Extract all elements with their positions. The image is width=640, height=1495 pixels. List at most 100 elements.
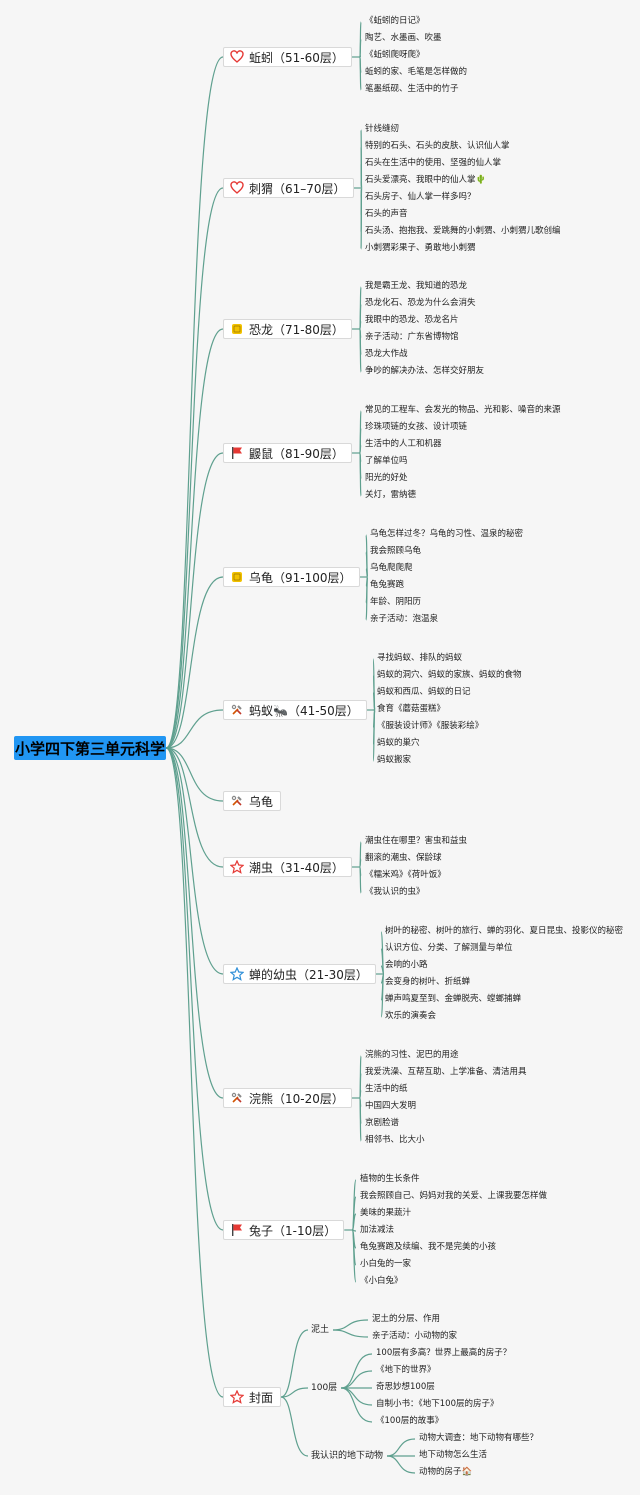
leaf-item[interactable]: 针线缝纫 bbox=[365, 124, 400, 134]
leaf-item[interactable]: 小白兔的一家 bbox=[360, 1259, 412, 1269]
root-topic[interactable]: 小学四下第三单元科学 bbox=[14, 736, 166, 760]
leaf-item[interactable]: 《小白兔》 bbox=[360, 1276, 403, 1286]
leaf-link bbox=[386, 1455, 416, 1474]
leaf-item[interactable]: 植物的生长条件 bbox=[360, 1174, 420, 1184]
leaf-item[interactable]: 蚂蚁的巢穴 bbox=[377, 738, 420, 748]
leaf-item[interactable]: 恐龙化石、恐龙为什么会消失 bbox=[365, 298, 476, 308]
leaf-item[interactable]: 加法减法 bbox=[360, 1225, 395, 1235]
leaf-item[interactable]: 蚂蚁和西瓜、蚂蚁的日记 bbox=[377, 687, 471, 697]
leaf-link bbox=[372, 709, 376, 762]
leaf-item[interactable]: 蚂蚁的洞穴、蚂蚁的家族、蚂蚁的食物 bbox=[377, 670, 522, 680]
leaf-item[interactable]: 100层有多高？世界上最高的房子？ bbox=[376, 1348, 512, 1358]
leaf-item[interactable]: 认识方位、分类、了解测量与单位 bbox=[385, 943, 513, 953]
leaf-item[interactable]: 生活中的人工和机器 bbox=[365, 439, 442, 449]
branch-label: 蚂蚁🐜（41-50层） bbox=[249, 703, 359, 718]
leaf-item[interactable]: 生活中的纸 bbox=[365, 1084, 408, 1094]
leaf-item[interactable]: 自制小书：《地下100层的房子》 bbox=[376, 1399, 499, 1409]
branch-topic-12[interactable]: 封面 bbox=[223, 1387, 282, 1407]
leaf-item[interactable]: 亲子活动：广东省博物馆 bbox=[365, 332, 459, 342]
leaf-item[interactable]: 石头爱漂亮、我眼中的仙人掌🌵 bbox=[365, 175, 487, 185]
leaf-item[interactable]: 动物的房子🏠 bbox=[419, 1467, 473, 1477]
branch-topic-1[interactable]: 蚯蚓（51-60层） bbox=[223, 47, 352, 67]
leaf-item[interactable]: 我眼中的恐龙、恐龙名片 bbox=[365, 315, 459, 325]
leaf-item[interactable]: 蚂蚁搬家 bbox=[377, 755, 412, 765]
leaf-item[interactable]: 笔墨纸砚、生活中的竹子 bbox=[365, 84, 459, 94]
branch-topic-10[interactable]: 浣熊（10-20层） bbox=[223, 1088, 352, 1108]
leaf-item[interactable]: 争吵的解决办法、怎样交好朋友 bbox=[365, 366, 485, 376]
leaf-link bbox=[359, 452, 362, 497]
leaf-item[interactable]: 关灯，雷纳德 bbox=[365, 490, 417, 500]
leaf-item[interactable]: 我会照顾乌龟 bbox=[370, 546, 422, 556]
leaf-item[interactable]: 乌龟爬爬爬 bbox=[370, 563, 413, 573]
leaf-link bbox=[360, 187, 363, 250]
leaf-item[interactable]: 我爱洗澡、互帮互助、上学准备、清洁用具 bbox=[365, 1067, 527, 1077]
leaf-item[interactable]: 美味的果蔬汁 bbox=[360, 1208, 412, 1218]
leaf-link bbox=[359, 1097, 362, 1142]
leaf-item[interactable]: 寻找蚂蚁、排队的蚂蚁 bbox=[377, 653, 463, 663]
leaf-item[interactable]: 动物大调查：地下动物有哪些？ bbox=[419, 1433, 539, 1443]
branch-topic-5[interactable]: 乌龟（91-100层） bbox=[223, 567, 360, 587]
leaf-item[interactable]: 《糯米鸡》《荷叶饭》 bbox=[365, 870, 446, 880]
leaf-item[interactable]: 石头的声音 bbox=[365, 209, 408, 219]
leaf-item[interactable]: 《服装设计师》《服装彩绘》 bbox=[377, 721, 484, 731]
leaf-item[interactable]: 泥土的分层、作用 bbox=[372, 1314, 441, 1324]
branch-label: 浣熊（10-20层） bbox=[249, 1091, 344, 1106]
sub-topic[interactable]: 泥土 bbox=[311, 1325, 330, 1335]
leaf-item[interactable]: 龟兔赛跑 bbox=[370, 580, 405, 590]
group-link bbox=[281, 1387, 309, 1398]
leaf-item[interactable]: 会响的小路 bbox=[385, 960, 428, 970]
sub-topic[interactable]: 我认识的地下动物 bbox=[311, 1451, 384, 1461]
leaf-item[interactable]: 了解单位吗 bbox=[365, 456, 408, 466]
leaf-item[interactable]: 年龄、阴阳历 bbox=[370, 597, 422, 607]
root-branch-link bbox=[165, 747, 224, 1398]
leaf-item[interactable]: 奇思妙想100层 bbox=[376, 1382, 435, 1392]
leaf-item[interactable]: 地下动物怎么生活 bbox=[419, 1450, 488, 1460]
branch-topic-2[interactable]: 刺猬（61–70层） bbox=[223, 178, 354, 198]
branch-topic-9[interactable]: 蝉的幼虫（21-30层） bbox=[223, 964, 376, 984]
leaf-item[interactable]: 珍珠项链的女孩、设计项链 bbox=[365, 422, 468, 432]
leaf-item[interactable]: 浣熊的习性、泥巴的用途 bbox=[365, 1050, 459, 1060]
leaf-item[interactable]: 相邻书、比大小 bbox=[365, 1135, 425, 1145]
leaf-item[interactable]: 蝉声鸣夏至到、金蝉脱壳、螳螂捕蝉 bbox=[385, 994, 522, 1004]
leaf-item[interactable]: 亲子活动：泡温泉 bbox=[370, 614, 439, 624]
leaf-item[interactable]: 乌龟怎样过冬？乌龟的习性、温泉的秘密 bbox=[370, 529, 524, 539]
branch-topic-7[interactable]: 乌龟 bbox=[223, 791, 282, 811]
leaf-item[interactable]: 《100层的故事》 bbox=[376, 1416, 444, 1426]
leaf-item[interactable]: 《地下的世界》 bbox=[376, 1365, 436, 1375]
leaf-item[interactable]: 《我认识的虫》 bbox=[365, 887, 425, 897]
leaf-item[interactable]: 会变身的树叶、折纸蝉 bbox=[385, 977, 471, 987]
leaf-item[interactable]: 陶艺、水墨画、吹墨 bbox=[365, 33, 442, 43]
leaf-item[interactable]: 我是霸王龙、我知道的恐龙 bbox=[365, 281, 468, 291]
group-link bbox=[280, 1329, 309, 1398]
branch-label: 蝉的幼虫（21-30层） bbox=[249, 967, 368, 982]
leaf-item[interactable]: 特别的石头、石头的皮肤、认识仙人掌 bbox=[365, 141, 510, 151]
leaf-item[interactable]: 常见的工程车、会发光的物品、光和影、噪音的来源 bbox=[365, 405, 561, 415]
leaf-item[interactable]: 亲子活动：小动物的家 bbox=[372, 1331, 458, 1341]
leaf-item[interactable]: 石头在生活中的使用、坚强的仙人掌 bbox=[365, 158, 502, 168]
leaf-item[interactable]: 中国四大发明 bbox=[365, 1101, 417, 1111]
branch-topic-4[interactable]: 鼹鼠（81-90层） bbox=[223, 443, 352, 463]
leaf-item[interactable]: 恐龙大作战 bbox=[365, 349, 408, 359]
leaf-item[interactable]: 龟兔赛跑及续编、我不是完美的小孩 bbox=[360, 1242, 497, 1252]
leaf-item[interactable]: 《蚯蚓爬呀爬》 bbox=[365, 50, 425, 60]
leaf-item[interactable]: 小刺猬彩果子、勇敢地小刺猬 bbox=[365, 243, 476, 253]
leaf-item[interactable]: 树叶的秘密、树叶的旅行、蝉的羽化、夏日昆虫、投影仪的秘密 bbox=[385, 926, 624, 936]
leaf-item[interactable]: 潮虫住在哪里？害虫和益虫 bbox=[365, 836, 468, 846]
branch-topic-3[interactable]: 恐龙（71-80层） bbox=[223, 319, 352, 339]
branch-label: 鼹鼠（81-90层） bbox=[249, 446, 344, 461]
leaf-item[interactable]: 欢乐的演奏会 bbox=[385, 1011, 437, 1021]
leaf-item[interactable]: 蚯蚓的家、毛笔是怎样做的 bbox=[365, 67, 468, 77]
leaf-item[interactable]: 翻滚的潮虫、保龄球 bbox=[365, 853, 442, 863]
leaf-item[interactable]: 石头汤、抱抱我、爱跳舞的小刺猬、小刺猬儿歌创编 bbox=[365, 226, 561, 236]
branch-topic-8[interactable]: 潮虫（31-40层） bbox=[223, 857, 352, 877]
leaf-item[interactable]: 我会照顾自己、妈妈对我的关爱、上课我要怎样做 bbox=[360, 1191, 548, 1201]
heart-icon bbox=[230, 50, 244, 64]
leaf-item[interactable]: 食育《蘑菇蛋糕》 bbox=[377, 704, 446, 714]
sub-topic[interactable]: 100层 bbox=[311, 1383, 338, 1393]
leaf-item[interactable]: 石头房子、仙人掌一样多吗？ bbox=[365, 192, 476, 202]
branch-topic-6[interactable]: 蚂蚁🐜（41-50层） bbox=[223, 700, 367, 720]
leaf-item[interactable]: 京剧脸谱 bbox=[365, 1118, 400, 1128]
leaf-item[interactable]: 阳光的好处 bbox=[365, 473, 408, 483]
branch-topic-11[interactable]: 兔子（1-10层） bbox=[223, 1220, 345, 1240]
leaf-item[interactable]: 《蚯蚓的日记》 bbox=[365, 16, 425, 26]
